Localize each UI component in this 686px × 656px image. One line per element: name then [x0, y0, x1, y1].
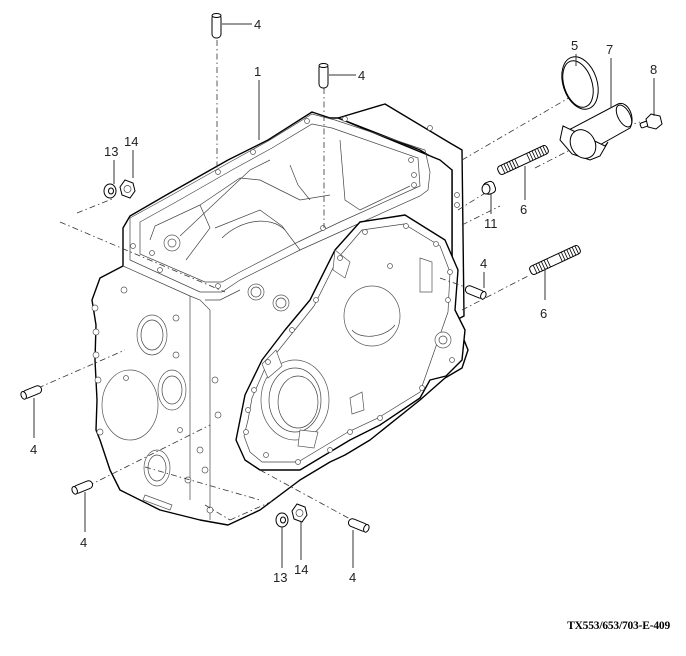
tube: [559, 102, 633, 161]
washer-top: [103, 183, 117, 199]
bushing: [481, 180, 497, 195]
callout-13-top: 13: [104, 144, 118, 159]
callout-7: 7: [606, 42, 613, 57]
bolt: [639, 113, 663, 130]
callout-4-bottom: 4: [349, 570, 356, 585]
callout-4-top-mid: 4: [358, 68, 365, 83]
stud-upper: [497, 144, 549, 176]
callout-8: 8: [650, 62, 657, 77]
callout-14-bottom: 14: [294, 562, 308, 577]
callout-4-top-left: 4: [254, 17, 261, 32]
callout-4-left-upper: 4: [30, 442, 37, 457]
callout-5: 5: [571, 38, 578, 53]
dowel-pin-left-upper: [20, 385, 43, 400]
leader-lines: [33, 23, 655, 568]
callout-4-left-lower: 4: [80, 535, 87, 550]
callout-4-right: 4: [480, 256, 487, 271]
callout-14-top: 14: [124, 134, 138, 149]
dowel-pin-top-mid: [318, 63, 329, 89]
dowel-pin-bottom: [347, 518, 370, 533]
callouts: 1 4 4 5 7 8 6 11 4 6 13 14 4 4 13 14 4: [30, 17, 657, 585]
housing-front-face: [235, 214, 466, 471]
dowel-pin-right: [464, 285, 487, 300]
callout-6-upper: 6: [520, 202, 527, 217]
nut-top: [119, 179, 136, 199]
dowel-pin-left-lower: [71, 480, 94, 495]
assembly-lines: [37, 40, 641, 521]
figure-code: TX553/653/703-E-409: [567, 620, 670, 632]
callout-6-lower: 6: [540, 306, 547, 321]
stud-lower: [529, 244, 581, 276]
o-ring: [561, 56, 599, 110]
callout-1: 1: [254, 64, 261, 79]
washer-bottom: [275, 512, 289, 528]
callout-13-bottom: 13: [273, 570, 287, 585]
nut-bottom: [291, 503, 308, 523]
dowel-pin-top-left: [211, 13, 222, 39]
callout-11: 11: [484, 216, 498, 231]
